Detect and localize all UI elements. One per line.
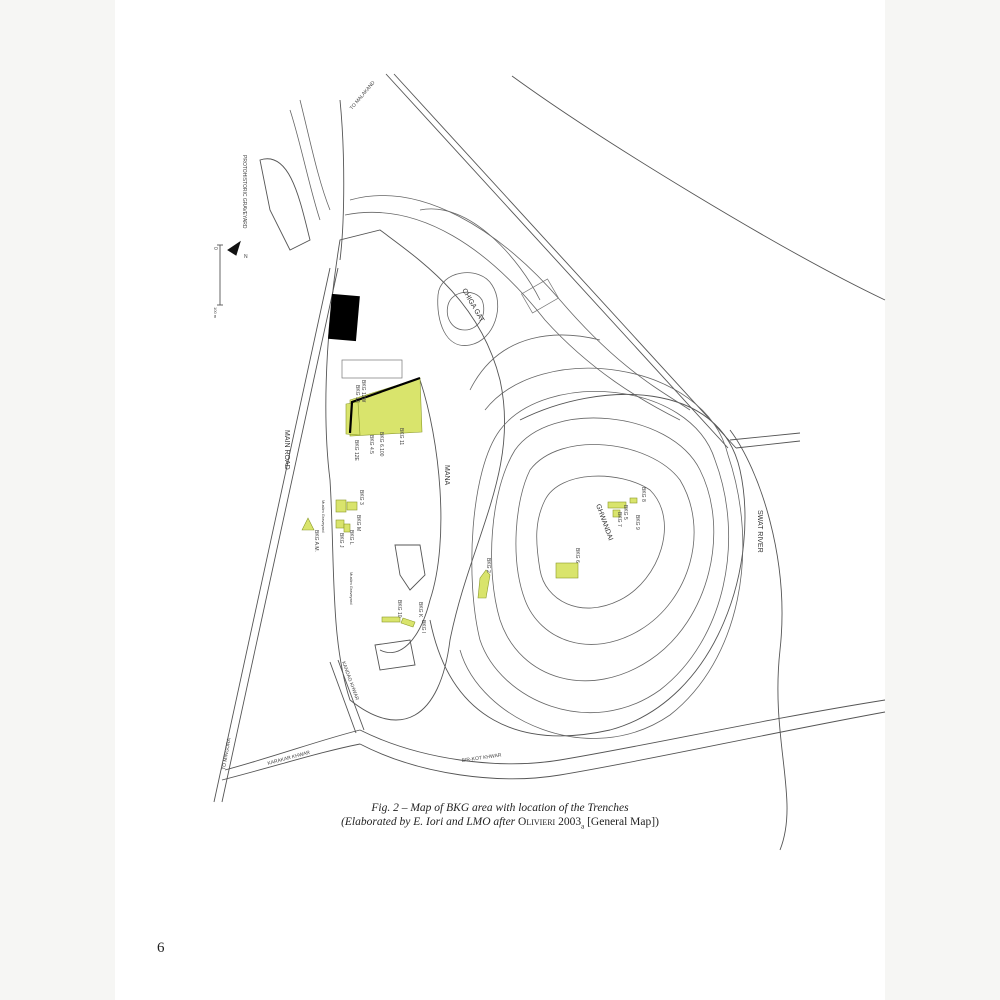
label-bkg-j: BKG J	[338, 533, 344, 548]
figure-title: Fig. 2 – Map of BKG area with location o…	[371, 802, 629, 814]
birkot-khwar	[359, 699, 886, 765]
label-bkg-6-100: BKG 6.100	[378, 432, 384, 457]
label-mana: MANA	[443, 465, 450, 486]
svg-text:0: 0	[212, 247, 218, 250]
trench-wall	[348, 376, 421, 434]
label-bkg-12e: BKG 12E	[353, 440, 359, 462]
label-kandag: KANDAG KHWAR	[340, 661, 360, 702]
label-main-road: MAIN ROAD	[283, 430, 290, 470]
north-arrow-icon: N	[227, 240, 248, 260]
label-muslim-graveyard-2: Muslim Graveyard	[349, 572, 354, 604]
label-bkg-7: BKG 7	[616, 512, 622, 527]
label-bkg-8: BKG 8	[640, 487, 646, 502]
label-bkg-k: BKG K	[417, 602, 423, 618]
label-bkg-10: BKG 10	[396, 600, 402, 618]
label-bkg-12: BKG 12	[354, 385, 360, 403]
svg-text:N: N	[244, 254, 248, 260]
label-ghwandai: GHWANDAI	[594, 503, 614, 541]
label-muslim-graveyard-1: Muslim Graveyard	[321, 500, 326, 532]
label-bkg-4-5: BKG 4.5	[368, 435, 374, 454]
label-karakar: KARAKAR KHWAR	[267, 750, 311, 767]
mana-boundary	[325, 229, 506, 721]
label-bkg-12w: BKG 12W	[360, 380, 366, 403]
main-road	[213, 267, 331, 803]
paper-sheet	[115, 0, 885, 1000]
label-bkg-2: BKG 2	[485, 558, 491, 573]
label-swat-river: SWAT RIVER	[756, 510, 763, 553]
label-bkg-6: BKG 6	[574, 548, 580, 563]
label-birkot: BIR-KOT KHWAR	[461, 752, 502, 764]
river-bank	[511, 75, 886, 301]
label-bkg-5: BKG 5	[622, 505, 628, 520]
top-road	[385, 73, 729, 449]
label-bkg-11: BKG 11	[398, 428, 404, 445]
label-bkg-m: BKG M	[355, 515, 361, 531]
label-to-mingora: TO MINGORA	[221, 737, 233, 770]
label-graveyard: PROTOHISTORIC GRAVEYARD	[241, 155, 247, 229]
svg-text:100 m: 100 m	[213, 307, 218, 319]
figure-credit: (Elaborated by E. Iori and LMO after Oli…	[341, 816, 659, 831]
karakar-khwar	[224, 729, 361, 771]
label-bkg-3: BKG 3	[358, 490, 364, 505]
page-number: 6	[157, 940, 165, 956]
label-to-top: TO MALAKAND	[349, 80, 377, 112]
label-bkg-9: BKG 9	[634, 515, 640, 530]
label-bkg-i: BKG I	[420, 620, 426, 633]
kandag-khwar	[329, 661, 357, 734]
label-bkg-am: BKG A.M.	[313, 530, 319, 552]
scale-bar: 0 100 m	[212, 244, 223, 319]
label-bkg-l: BKG L	[348, 530, 354, 545]
